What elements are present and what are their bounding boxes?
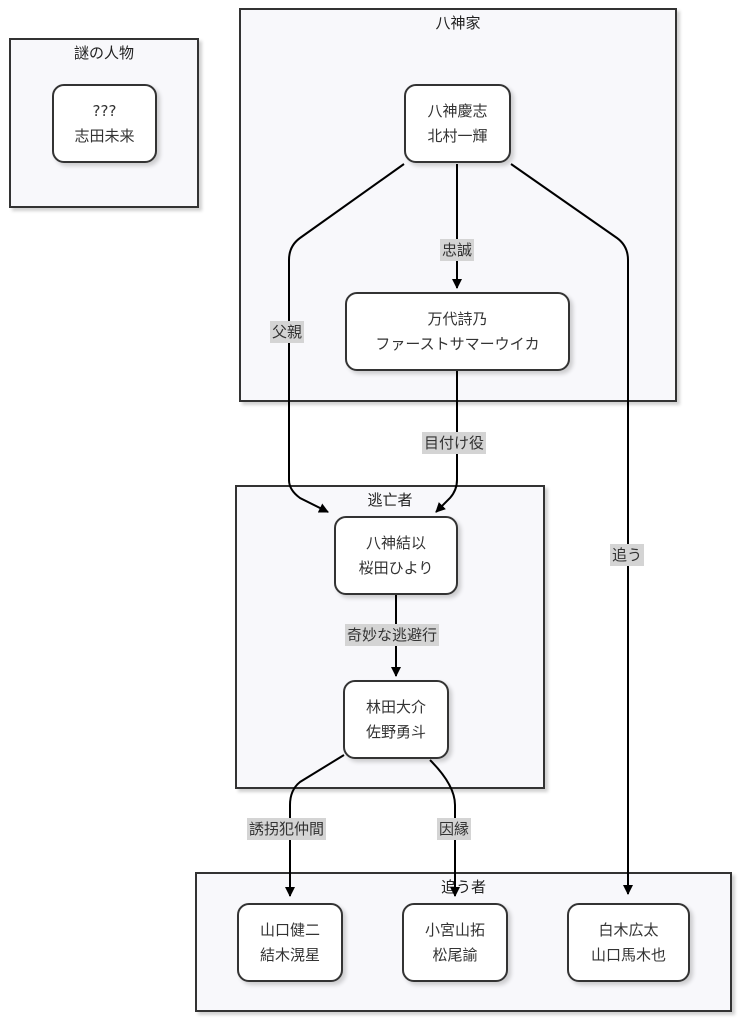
edge-label-pursues: 追う bbox=[610, 544, 645, 566]
edge-label-kidnap-accomplice: 誘拐犯仲間 bbox=[247, 818, 327, 840]
edge-label-loyalty: 忠誠 bbox=[440, 239, 475, 261]
node-yagami-yui: 八神結以 桜田ひより bbox=[334, 516, 458, 595]
node-komiya-yamataku: 小宮山拓 松尾諭 bbox=[402, 903, 508, 982]
edge-shino-to-yui bbox=[435, 370, 458, 513]
edge-label-fate: 因縁 bbox=[437, 818, 472, 840]
node-mandai-shino: 万代詩乃 ファーストサマーウイカ bbox=[345, 292, 570, 371]
edge-label-supervisor: 目付け役 bbox=[422, 432, 487, 454]
node-komiya-yamataku-actor: 松尾諭 bbox=[432, 945, 478, 964]
node-yamaguchi-kenji-actor: 結木滉星 bbox=[259, 945, 320, 964]
group-title-yagami-family: 八神家 bbox=[435, 14, 481, 32]
node-shiraki-kota: 白木広太 山口馬木也 bbox=[567, 903, 690, 982]
edge-hayashida-to-komiya bbox=[429, 759, 460, 897]
edge-hayashida-to-yamaguchi bbox=[285, 754, 345, 897]
group-title-fugitives: 逃亡者 bbox=[367, 491, 413, 509]
node-yagami-yui-role: 八神結以 bbox=[365, 533, 426, 552]
node-yamaguchi-kenji-role: 山口健二 bbox=[259, 920, 320, 939]
node-komiya-yamataku-role: 小宮山拓 bbox=[424, 920, 485, 939]
edge-keishi-to-yui bbox=[288, 163, 405, 513]
edge-label-father: 父親 bbox=[270, 321, 305, 343]
node-hayashida-daisuke: 林田大介 佐野勇斗 bbox=[343, 680, 449, 759]
group-title-mystery-person: 謎の人物 bbox=[73, 44, 134, 62]
group-mystery-person: 謎の人物 bbox=[9, 38, 199, 208]
node-yagami-keishi: 八神慶志 北村一輝 bbox=[404, 84, 511, 163]
node-yagami-keishi-role: 八神慶志 bbox=[427, 101, 488, 120]
node-shiraki-kota-role: 白木広太 bbox=[598, 920, 659, 939]
node-mystery-person-actor: 志田未来 bbox=[74, 126, 135, 145]
node-hayashida-daisuke-role: 林田大介 bbox=[365, 697, 426, 716]
node-hayashida-daisuke-actor: 佐野勇斗 bbox=[365, 722, 426, 741]
node-yagami-keishi-actor: 北村一輝 bbox=[427, 126, 488, 145]
node-shiraki-kota-actor: 山口馬木也 bbox=[590, 945, 666, 964]
node-mandai-shino-role: 万代詩乃 bbox=[427, 309, 488, 328]
node-mystery-person-role: ??? bbox=[92, 101, 117, 120]
node-mandai-shino-actor: ファーストサマーウイカ bbox=[375, 334, 540, 353]
node-yagami-yui-actor: 桜田ひより bbox=[358, 558, 434, 577]
edge-label-strange-escape: 奇妙な逃避行 bbox=[345, 624, 440, 646]
edge-keishi-to-shiraki bbox=[510, 163, 633, 895]
node-mystery-person: ??? 志田未来 bbox=[52, 84, 157, 163]
node-yamaguchi-kenji: 山口健二 結木滉星 bbox=[237, 903, 343, 982]
